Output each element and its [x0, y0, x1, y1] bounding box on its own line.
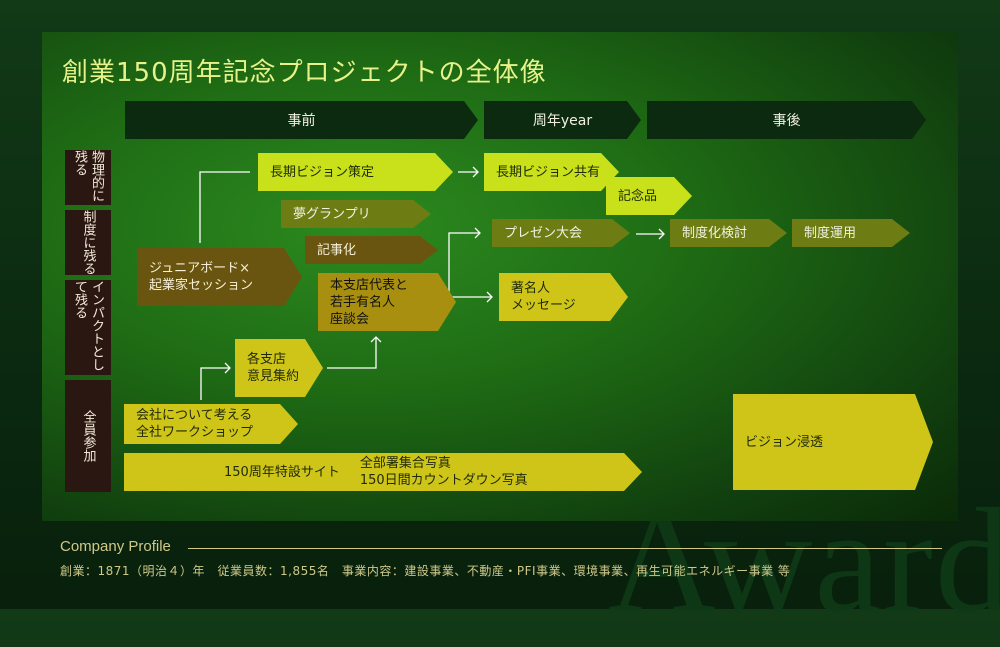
workshop-line1: 会社について考える — [136, 408, 253, 423]
long-vision-plan-label: 長期ビジョン策定 — [270, 164, 375, 180]
site-note-line1: 全部署集合写真 — [359, 456, 451, 471]
anniversary-site-label: 150周年特設サイト — [224, 464, 340, 480]
institution-run-label: 制度運用 — [804, 225, 857, 241]
company-profile-title: Company Profile — [60, 538, 171, 555]
branch-talk-line2: 若手有名人 — [330, 294, 396, 310]
institution-review-label: 制度化検討 — [682, 225, 748, 241]
dream-grandprix: 夢グランプリ — [281, 200, 431, 228]
phase-after: 事後 — [647, 101, 926, 139]
phase-before: 事前 — [125, 101, 478, 139]
row-label-institution: 制度に残る — [65, 210, 111, 275]
institution-review: 制度化検討 — [670, 219, 787, 247]
presentation-label: プレゼン大会 — [504, 225, 583, 241]
phase-anniversary: 周年year — [484, 101, 641, 139]
long-vision-plan: 長期ビジョン策定 — [258, 153, 453, 191]
vision-penetration: ビジョン浸透 — [733, 394, 933, 490]
long-vision-share-label: 長期ビジョン共有 — [496, 164, 601, 180]
long-vision-share: 長期ビジョン共有 — [484, 153, 619, 191]
memorial-item: 記念品 — [606, 177, 692, 215]
presentation-contest: プレゼン大会 — [492, 219, 630, 247]
branch-talk-line1: 本支店代表と — [330, 277, 409, 293]
junior-board-line2: 起業家セッション — [149, 278, 254, 293]
branch-opinion-line2: 意見集約 — [247, 369, 300, 384]
memorial-label: 記念品 — [618, 188, 658, 204]
anniversary-site-notes: 全部署集合写真 150日間カウントダウン写真 — [360, 455, 528, 489]
company-workshop: 会社について考える 全社ワークショップ — [124, 404, 298, 444]
branch-talk-line3: 座談会 — [330, 311, 370, 327]
row-label-all-participate: 全員参加 — [65, 380, 111, 492]
vision-penetration-label: ビジョン浸透 — [745, 434, 824, 450]
branch-opinion: 各支店 意見集約 — [235, 339, 323, 397]
celebrity-message-label: 著名人 メッセージ — [511, 280, 576, 314]
article-label: 記事化 — [317, 242, 357, 258]
institution-run: 制度運用 — [792, 219, 910, 247]
celebrity-message: 著名人 メッセージ — [499, 273, 628, 321]
footer-divider — [188, 548, 942, 549]
celebrity-line1: 著名人 — [511, 281, 551, 296]
junior-board-session-label: ジュニアボード× 起業家セッション — [149, 260, 253, 294]
junior-board-session: ジュニアボード× 起業家セッション — [137, 248, 302, 306]
workshop-line2: 全社ワークショップ — [136, 425, 254, 440]
site-note-line2: 150日間カウントダウン写真 — [359, 473, 528, 488]
row-label-impact: インパクトとして残る — [65, 280, 111, 375]
branch-celebrity-talk: 本支店代表と 若手有名人 座談会 — [318, 273, 456, 331]
company-profile-info: 創業：1871（明治４）年 従業員数：1,855名 事業内容：建設事業、不動産・… — [60, 564, 791, 578]
branch-opinion-label: 各支店 意見集約 — [247, 351, 299, 385]
junior-board-line1: ジュニアボード× — [149, 261, 250, 276]
row-label-physical: 物理的に残る — [65, 150, 111, 205]
company-workshop-label: 会社について考える 全社ワークショップ — [136, 407, 253, 441]
article-item: 記事化 — [305, 236, 438, 264]
dream-grandprix-label: 夢グランプリ — [293, 206, 371, 222]
anniversary-site: 150周年特設サイト 全部署集合写真 150日間カウントダウン写真 — [124, 453, 642, 491]
celebrity-line2: メッセージ — [511, 298, 576, 313]
page-title: 創業150周年記念プロジェクトの全体像 — [62, 58, 547, 88]
branch-celebrity-talk-label: 本支店代表と 若手有名人 座談会 — [330, 277, 408, 328]
branch-opinion-line1: 各支店 — [247, 352, 287, 367]
